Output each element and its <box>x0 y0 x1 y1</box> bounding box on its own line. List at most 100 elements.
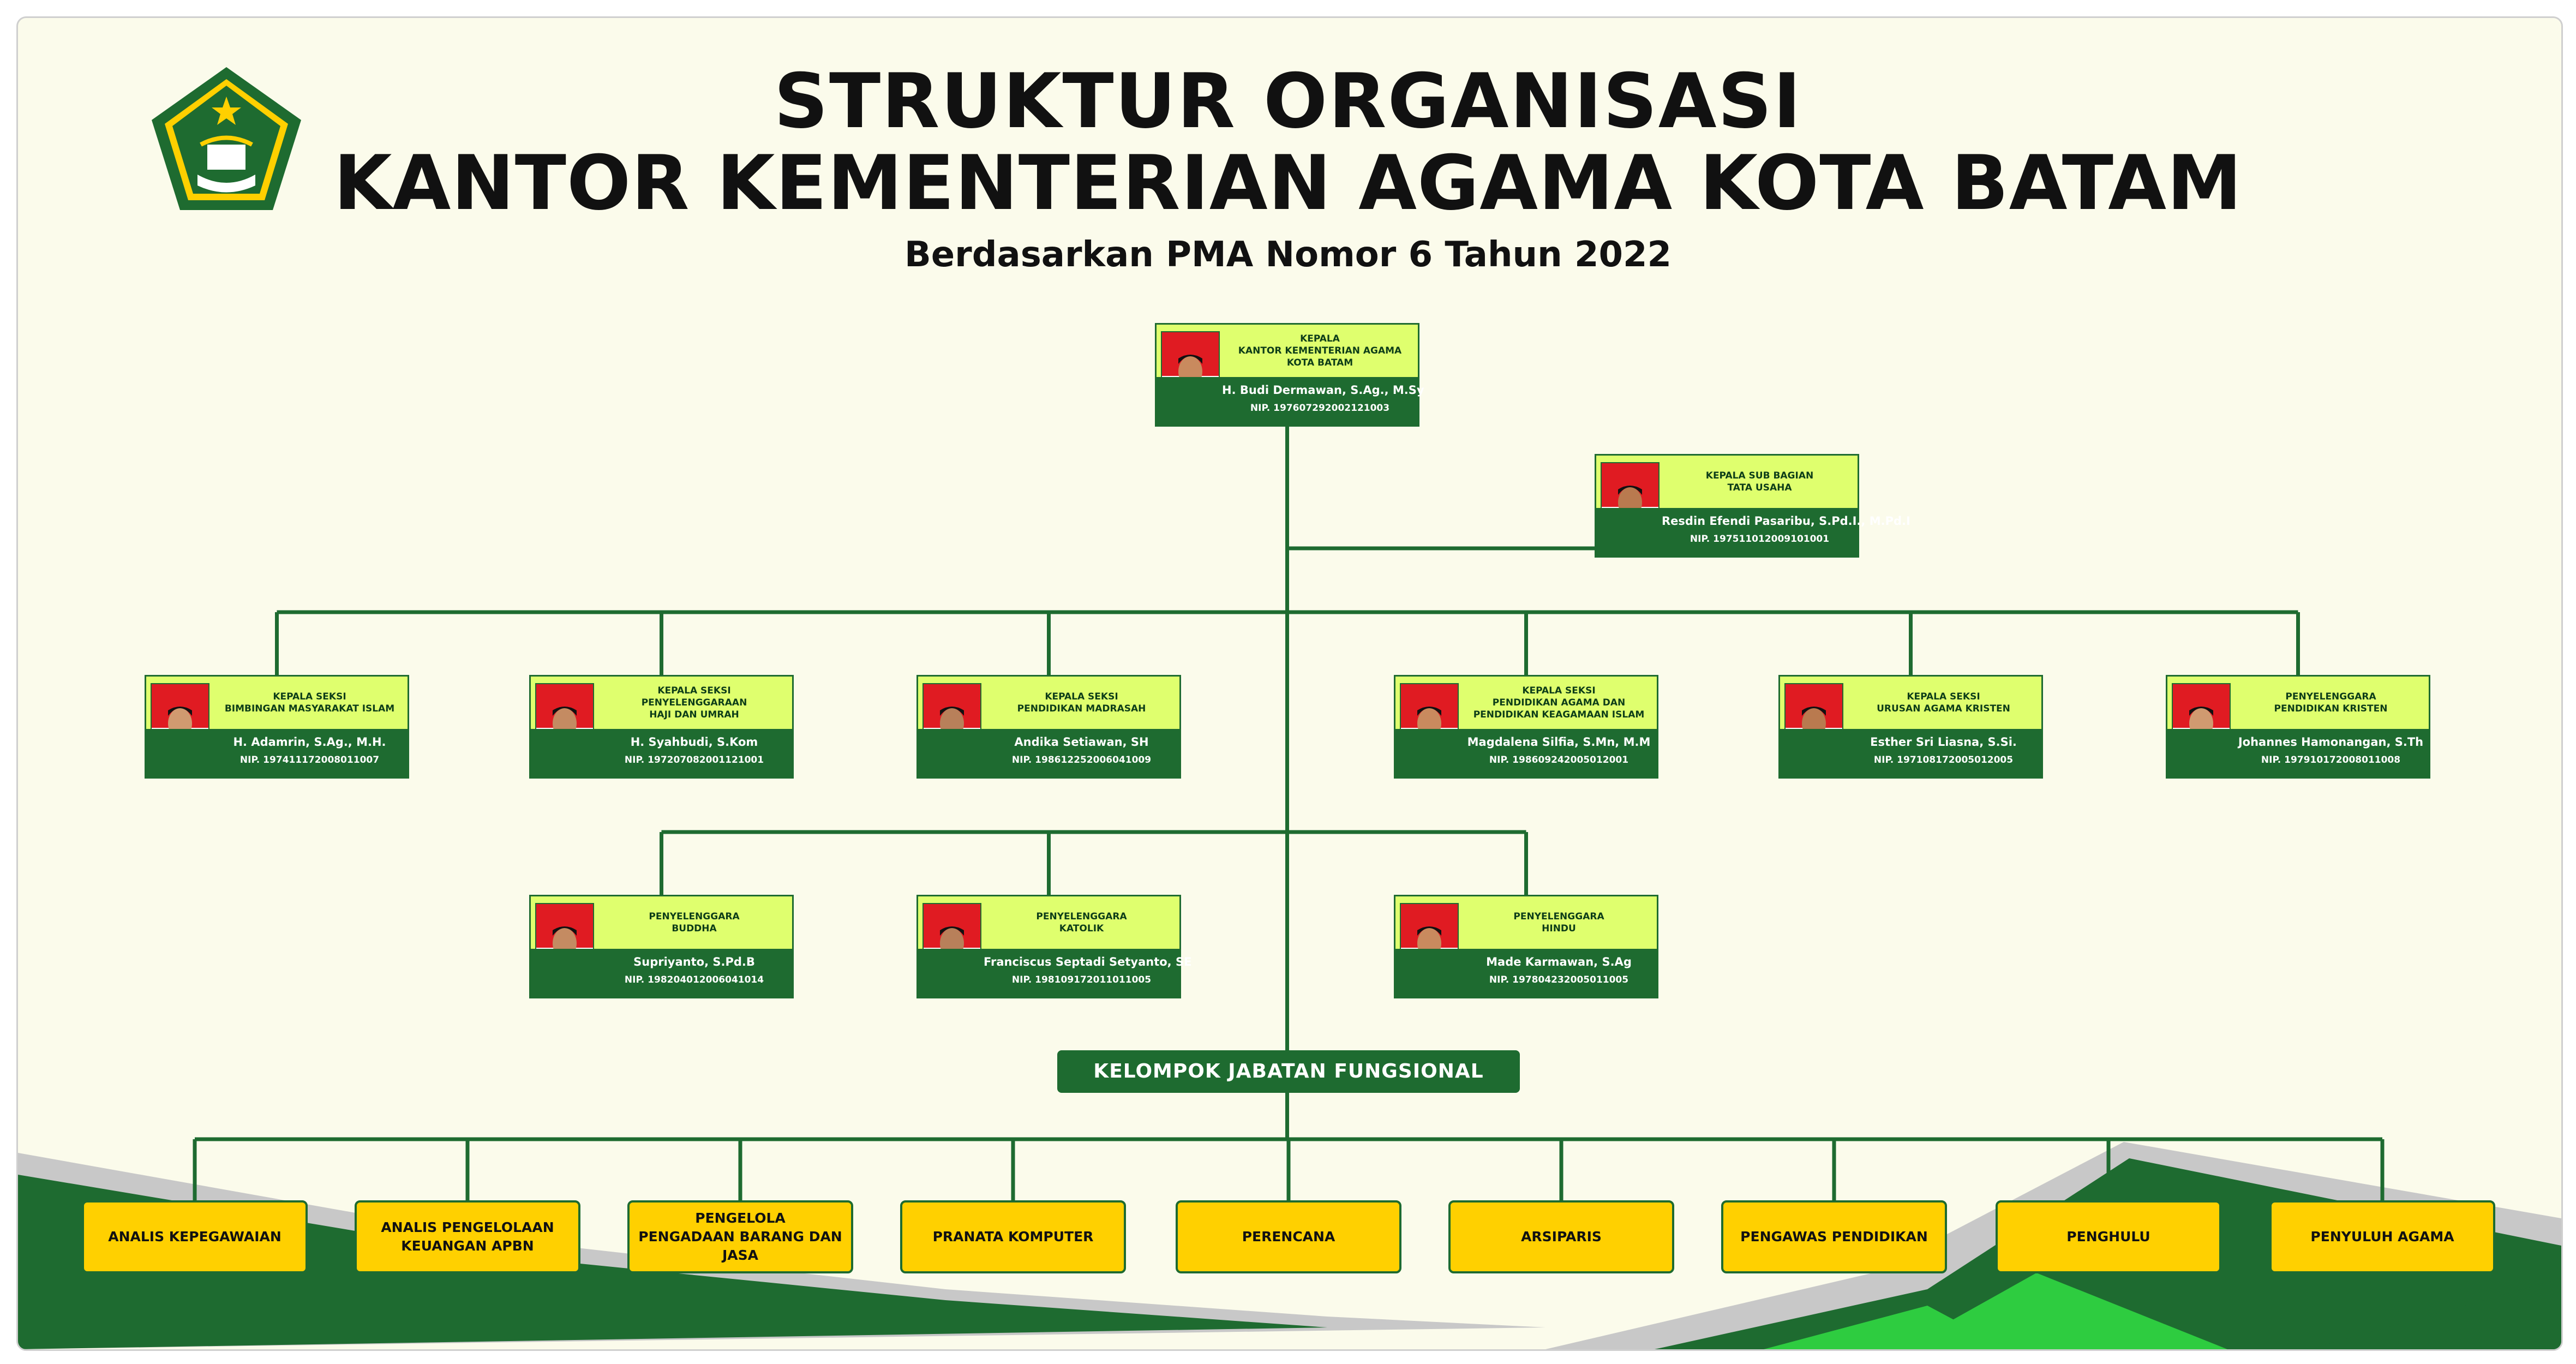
chart-title-line1: STRUKTUR ORGANISASI <box>774 57 1802 145</box>
position-title-line: KATOLIK <box>1059 923 1104 934</box>
functional-position-label: PENGHULU <box>2066 1228 2150 1246</box>
functional-position-label: ARSIPARIS <box>1521 1228 1602 1246</box>
position-title-line: HINDU <box>1542 923 1576 934</box>
functional-position-label: PRANATA KOMPUTER <box>933 1228 1094 1246</box>
functional-position-line: PRANATA KOMPUTER <box>932 1229 1094 1245</box>
position-title-line: KEPALA SEKSI <box>657 685 731 696</box>
card-name-band <box>1157 377 1418 425</box>
card-name-band <box>531 729 792 777</box>
card-name-band <box>1395 729 1657 777</box>
position-title-line: KEPALA <box>1300 333 1340 344</box>
functional-position-line: PERENCANA <box>1242 1229 1335 1245</box>
official-nip: NIP. 197607292002121003 <box>1250 403 1390 414</box>
position-title-line: KOTA BATAM <box>1286 357 1353 368</box>
functional-position-line: PENGELOLA <box>695 1210 786 1226</box>
functional-position-line: ANALIS KEPEGAWAIAN <box>108 1229 281 1245</box>
position-title-line: KEPALA SEKSI <box>1045 691 1118 702</box>
position-title-line: BUDDHA <box>672 923 717 934</box>
position-title-line: URUSAN AGAMA KRISTEN <box>1877 703 2010 714</box>
position-title-line: BIMBINGAN MASYARAKAT ISLAM <box>224 703 395 714</box>
position-title-line: PENYELENGGARAAN <box>641 697 747 708</box>
official-name: Magdalena Silfia, S.Mn, M.M <box>1467 735 1651 749</box>
official-nip: NIP. 197910172008011008 <box>2261 755 2401 765</box>
position-title-line: PENDIDIKAN MADRASAH <box>1017 703 1146 714</box>
official-name: Esther Sri Liasna, S.Si. <box>1870 735 2017 749</box>
card-name-band <box>918 729 1179 777</box>
position-title-line: KEPALA SEKSI <box>273 691 346 702</box>
chart-subtitle: Berdasarkan PMA Nomor 6 Tahun 2022 <box>904 235 1672 275</box>
functional-position-line: PENYULUH AGAMA <box>2310 1229 2454 1245</box>
functional-position-box: PENYULUH AGAMA <box>2269 1200 2495 1273</box>
official-nip: NIP. 198109172011011005 <box>1011 974 1152 985</box>
functional-position-label: PENYULUH AGAMA <box>2310 1228 2454 1246</box>
card-name-band <box>1596 508 1858 556</box>
card-name-band <box>531 949 792 997</box>
position-title-line: PENYELENGGARA <box>1513 911 1604 922</box>
official-name: Johannes Hamonangan, S.Th <box>2238 735 2424 749</box>
functional-position-line: PENGHULU <box>2066 1229 2150 1245</box>
functional-position-line: ANALIS PENGELOLAAN <box>381 1219 554 1235</box>
card-name-band <box>1395 949 1657 997</box>
functional-position-label: PERENCANA <box>1242 1228 1335 1246</box>
position-title-line: PENYELENGGARA <box>1036 911 1127 922</box>
official-name: Supriyanto, S.Pd.B <box>633 955 755 968</box>
official-nip: NIP. 197411172008011007 <box>239 755 380 765</box>
position-title-line: PENYELENGGARA <box>2285 691 2376 702</box>
functional-position-box: PENGAWAS PENDIDIKAN <box>1721 1200 1947 1273</box>
official-name: Resdin Efendi Pasaribu, S.Pd.I., M.Pd.I <box>1662 515 1910 528</box>
position-title-line: PENDIDIKAN AGAMA DAN <box>1492 697 1626 708</box>
official-name: H. Adamrin, S.Ag., M.H. <box>233 735 386 749</box>
functional-position-line: PENGADAAN BARANG DAN <box>638 1229 842 1245</box>
card-name-band <box>918 949 1179 997</box>
card-name-band <box>146 729 408 777</box>
star-icon <box>212 97 241 125</box>
position-title-line: KEPALA SEKSI <box>1522 685 1596 696</box>
official-name: Andika Setiawan, SH <box>1014 735 1149 749</box>
functional-position-box: ARSIPARIS <box>1448 1200 1674 1273</box>
functional-position-label: PENGAWAS PENDIDIKAN <box>1740 1228 1928 1246</box>
official-nip: NIP. 197804232005011005 <box>1489 974 1629 985</box>
functional-position-label: PENGELOLA PENGADAAN BARANG DAN JASA <box>638 1209 842 1265</box>
official-nip: NIP. 198609242005012001 <box>1489 755 1629 765</box>
functional-position-box: ANALIS KEPEGAWAIAN <box>82 1200 308 1273</box>
position-title-line: TATA USAHA <box>1727 482 1792 493</box>
functional-position-box: PENGHULU <box>1996 1200 2221 1273</box>
official-name: Made Karmawan, S.Ag <box>1486 955 1632 968</box>
functional-position-line: ARSIPARIS <box>1521 1229 1602 1245</box>
official-nip: NIP. 197207082001121001 <box>624 755 764 765</box>
position-title-line: KEPALA SEKSI <box>1907 691 1980 702</box>
functional-position-label: ANALIS KEPEGAWAIAN <box>108 1228 281 1246</box>
official-name: Franciscus Septadi Setyanto, SE <box>984 955 1192 968</box>
official-nip: NIP. 197511012009101001 <box>1690 534 1830 545</box>
card-name-band <box>2167 729 2429 777</box>
position-title-line: PENYELENGGARA <box>649 911 740 922</box>
functional-position-box: PRANATA KOMPUTER <box>900 1200 1126 1273</box>
functional-position-line: JASA <box>722 1247 758 1263</box>
position-title-line: PENDIDIKAN KEAGAMAAN ISLAM <box>1473 709 1645 720</box>
position-title-line: PENDIDIKAN KRISTEN <box>2274 703 2388 714</box>
position-title-line: KEPALA SUB BAGIAN <box>1705 470 1814 481</box>
official-name: H. Budi Dermawan, S.Ag., M.Sy <box>1222 384 1424 397</box>
position-title-line: KANTOR KEMENTERIAN AGAMA <box>1238 345 1402 356</box>
